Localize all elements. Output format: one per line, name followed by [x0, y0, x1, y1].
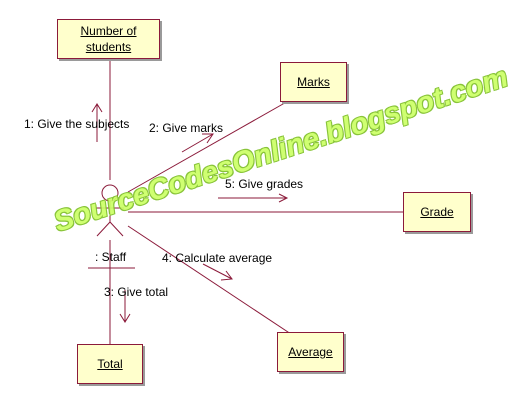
link-staff-marks — [127, 99, 291, 193]
object-total: Total — [77, 344, 143, 384]
actor-label: : Staff — [95, 250, 127, 264]
message-2: 2: Give marks — [149, 121, 224, 135]
arrow-m4-icon — [202, 263, 233, 281]
object-total-label: Total — [97, 357, 123, 371]
object-grade: Grade — [403, 192, 471, 232]
object-number-of-students: Number of students — [57, 19, 160, 59]
object-average: Average — [277, 332, 344, 372]
staff-actor-icon — [96, 184, 124, 237]
arrow-m2-icon — [181, 133, 214, 153]
arrow-m5-icon — [218, 193, 289, 203]
link-staff-average — [127, 225, 301, 341]
object-marks: Marks — [280, 62, 347, 102]
object-number-of-students-label: Number of students — [80, 24, 137, 54]
object-marks-label: Marks — [297, 75, 330, 89]
message-5: 5: Give grades — [225, 177, 304, 191]
arrow-m3-icon — [119, 290, 131, 323]
message-1: 1: Give the subjects — [24, 117, 130, 131]
arrow-m1-icon — [91, 103, 103, 142]
message-3: 3: Give total — [104, 285, 169, 299]
object-average-label: Average — [288, 345, 333, 359]
object-grade-label: Grade — [420, 205, 454, 219]
message-4: 4: Calculate average — [162, 251, 273, 265]
